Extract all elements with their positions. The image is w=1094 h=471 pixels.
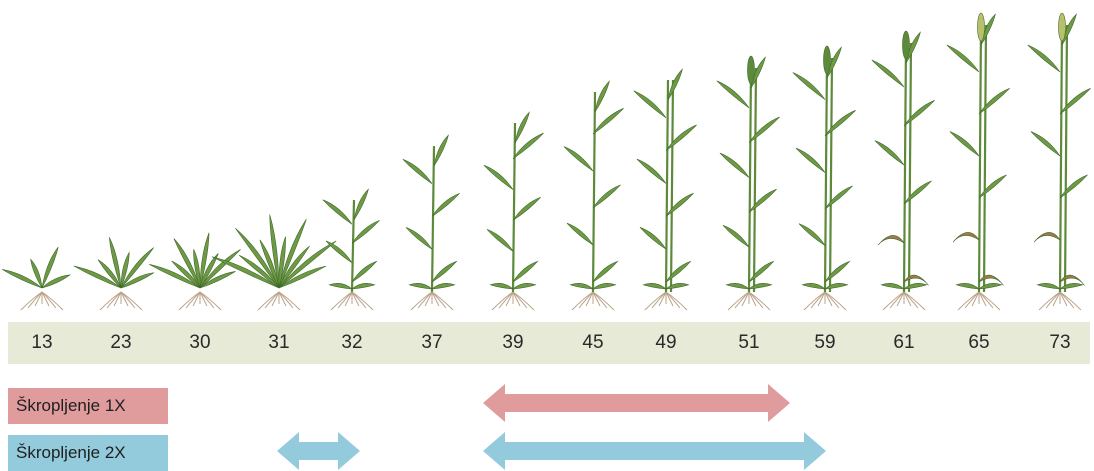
spray-window-arrow [483, 432, 826, 470]
stage-code: 49 [655, 332, 677, 353]
wheat-plant [1027, 12, 1091, 311]
wheat-plant [211, 214, 337, 311]
wheat-plant [871, 30, 935, 311]
legend-spray-1x: Škropljenje 1X [8, 388, 168, 424]
wheat-plants-illustration [1, 12, 1091, 311]
stage-code: 61 [893, 332, 915, 353]
stage-code: 30 [189, 332, 211, 353]
stage-code: 37 [421, 332, 443, 353]
stage-code: 31 [268, 332, 290, 353]
wheat-plant [946, 12, 1010, 311]
wheat-plant [322, 188, 380, 311]
wheat-plant [716, 55, 780, 311]
legend-spray-2x: Škropljenje 2X [8, 435, 168, 471]
wheat-plant [402, 134, 460, 311]
stage-code: 65 [968, 332, 990, 353]
wheat-plant [563, 80, 624, 311]
wheat-plant [1, 246, 71, 311]
spray-window-arrow [483, 384, 790, 422]
stage-code: 39 [502, 332, 524, 353]
wheat-plant [149, 232, 241, 311]
stage-code: 13 [31, 332, 53, 353]
stage-code: 23 [110, 332, 132, 353]
stage-code: 45 [582, 332, 604, 353]
wheat-plant [792, 45, 856, 311]
stage-code: 59 [814, 332, 836, 353]
stage-code: 32 [341, 332, 363, 353]
stage-scale-band [8, 322, 1090, 364]
wheat-plant [483, 111, 544, 311]
stage-code: 51 [738, 332, 760, 353]
stage-code: 73 [1049, 332, 1071, 353]
wheat-plant [633, 68, 697, 311]
spray-window-arrow [277, 432, 360, 470]
wheat-plant [73, 237, 155, 311]
